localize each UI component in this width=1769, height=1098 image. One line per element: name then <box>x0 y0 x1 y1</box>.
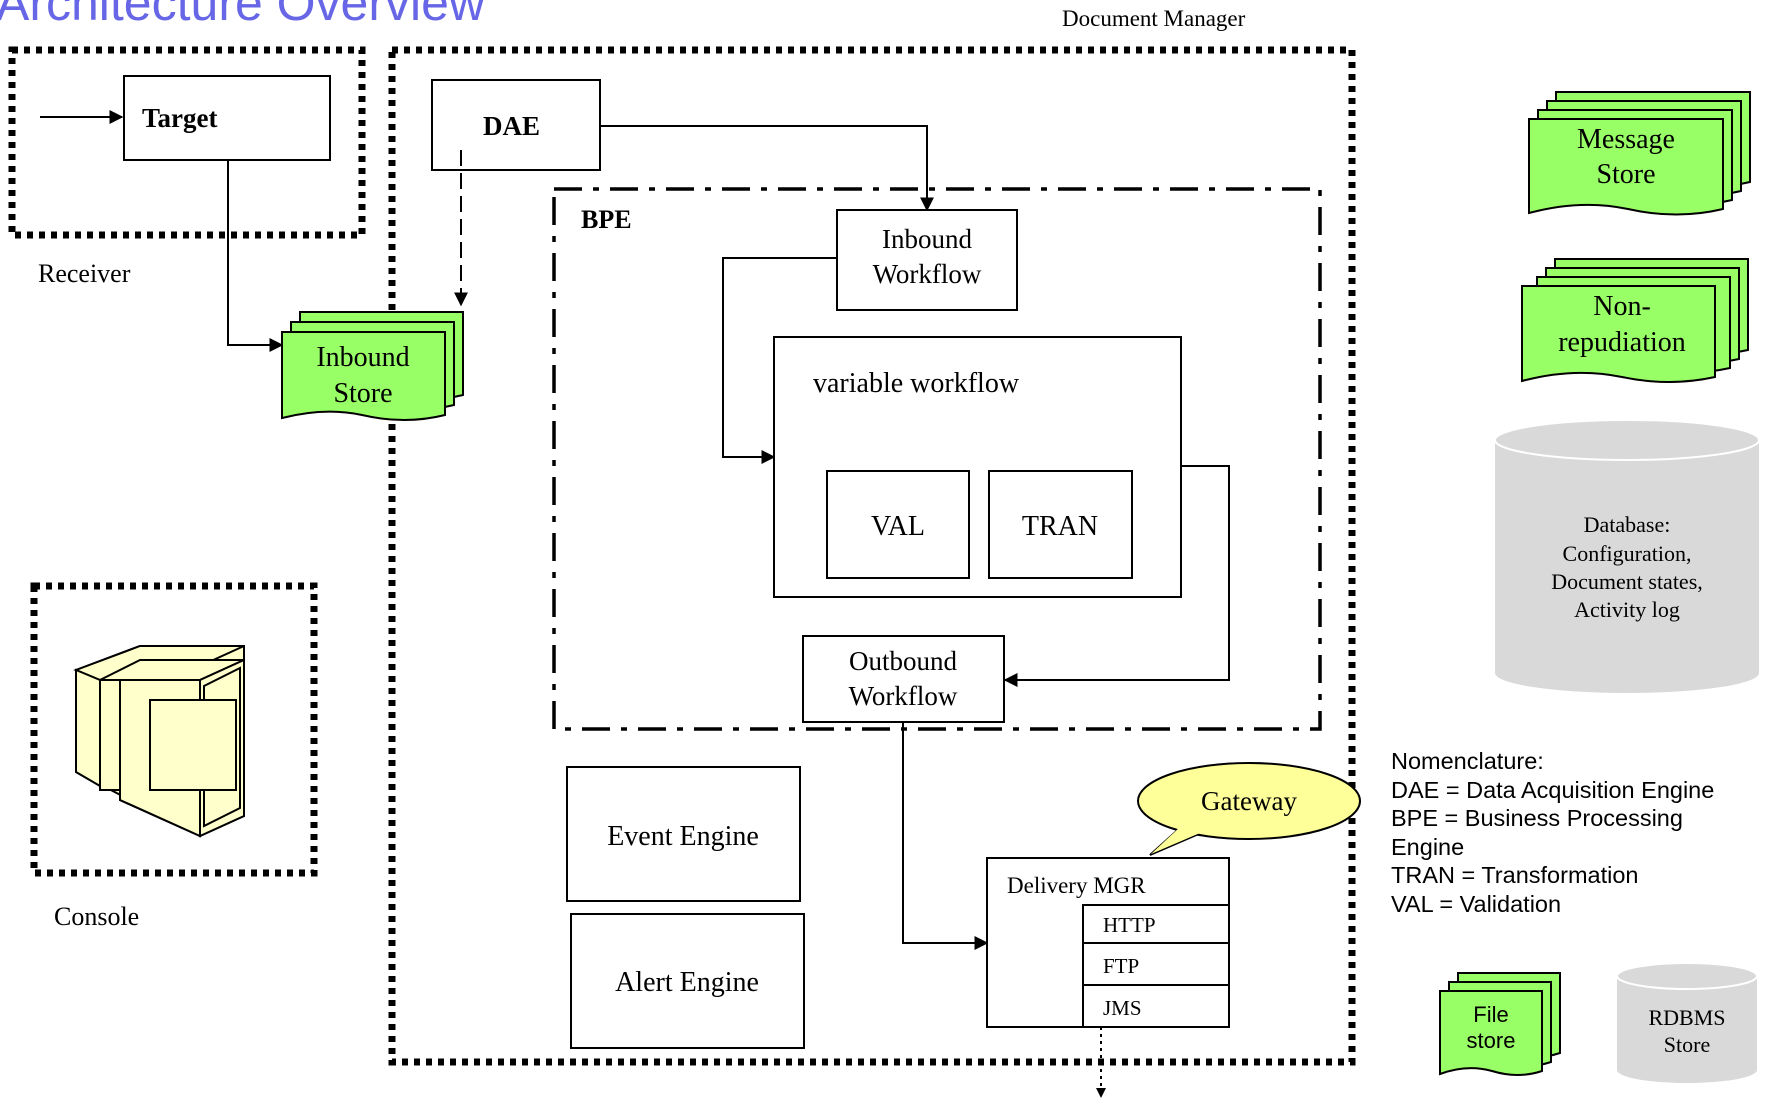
rdbms-store-cylinder: RDBMS Store <box>1616 962 1758 1083</box>
receiver-boundary <box>8 46 366 239</box>
bpe-label: BPE <box>581 205 632 234</box>
console-boundary <box>30 582 318 877</box>
gateway-callout: Gateway <box>1137 762 1361 856</box>
outbound-workflow-line-1: Outbound <box>849 646 958 676</box>
receiver-label: Receiver <box>38 259 131 288</box>
console-label: Console <box>54 902 139 931</box>
nomenclature-line: DAE = Data Acquisition Engine <box>1391 776 1715 803</box>
database-line-3: Document states, <box>1551 569 1703 594</box>
database-line-1: Database: <box>1584 512 1671 537</box>
protocol-http-cell <box>1082 904 1230 944</box>
console-monitor-icon <box>73 645 245 838</box>
file-store: File store <box>1439 972 1561 1076</box>
message-store: Message Store <box>1528 91 1751 216</box>
database-line-4: Activity log <box>1574 597 1680 622</box>
nomenclature-line: BPE = Business Processing Engine <box>1391 805 1683 860</box>
protocol-jms: JMS <box>1103 996 1142 1020</box>
val-box <box>826 470 970 579</box>
nomenclature-line: VAL = Validation <box>1391 890 1562 917</box>
gateway-label: Gateway <box>1201 786 1297 816</box>
delivery-protocol-list: HTTP FTP JMS <box>1082 904 1230 1028</box>
event-engine-box <box>566 766 801 902</box>
protocol-http: HTTP <box>1103 913 1156 937</box>
message-store-line-2: Store <box>1596 159 1655 190</box>
file-store-line-2: store <box>1467 1028 1516 1053</box>
variable-to-outbound-workflow-line <box>1003 465 1230 687</box>
nomenclature-block: Nomenclature: DAE = Data Acquisition Eng… <box>1391 747 1766 918</box>
protocol-jms-cell <box>1082 984 1230 1028</box>
diagram-title: Architecture Overview <box>0 0 486 31</box>
outbound-workflow-line-2: Workflow <box>849 681 958 711</box>
alert-engine-label: Alert Engine <box>615 967 759 998</box>
target-to-inbound-store-line <box>227 160 284 352</box>
database-line-2: Configuration, <box>1563 541 1692 566</box>
nomenclature-line: TRAN = Transformation <box>1391 862 1639 888</box>
document-manager-boundary <box>388 46 1356 1066</box>
variable-workflow-label: variable workflow <box>813 368 1020 399</box>
message-store-line-1: Message <box>1577 124 1675 155</box>
inbound-workflow-box <box>836 209 1018 311</box>
file-store-line-1: File <box>1473 1002 1508 1027</box>
non-repudiation-line-1: Non- <box>1593 291 1651 322</box>
nomenclature-heading: Nomenclature: <box>1391 748 1544 774</box>
delivery-mgr-title: Delivery MGR <box>1007 873 1146 898</box>
rdbms-store-line-1: RDBMS <box>1648 1005 1725 1030</box>
outbound-workflow-box <box>802 635 1005 723</box>
non-repudiation-line-2: repudiation <box>1558 327 1686 358</box>
document-manager-label: Document Manager <box>1062 6 1246 31</box>
non-repudiation-store: Non- repudiation <box>1521 258 1749 383</box>
val-label: VAL <box>871 511 925 542</box>
inbound-to-variable-workflow-line <box>722 257 837 464</box>
protocol-ftp: FTP <box>1103 954 1139 978</box>
inbound-store: Inbound Store <box>281 311 464 421</box>
outbound-to-delivery-line <box>902 722 989 950</box>
dae-label: DAE <box>483 111 540 141</box>
inbound-store-line-1: Inbound <box>316 342 409 373</box>
database-cylinder: Database: Configuration, Document states… <box>1494 419 1760 693</box>
tran-label: TRAN <box>1022 511 1098 542</box>
inbound-store-line-2: Store <box>333 378 392 409</box>
bpe-boundary <box>552 187 1322 731</box>
inbound-workflow-line-1: Inbound <box>882 224 972 254</box>
target-label: Target <box>142 103 218 133</box>
tran-box <box>988 470 1133 579</box>
alert-engine-box <box>570 913 805 1049</box>
event-engine-label: Event Engine <box>607 821 759 852</box>
rdbms-store-line-2: Store <box>1664 1032 1710 1057</box>
dae-to-inbound-workflow-line <box>600 125 934 212</box>
inbound-workflow-line-2: Workflow <box>873 259 982 289</box>
